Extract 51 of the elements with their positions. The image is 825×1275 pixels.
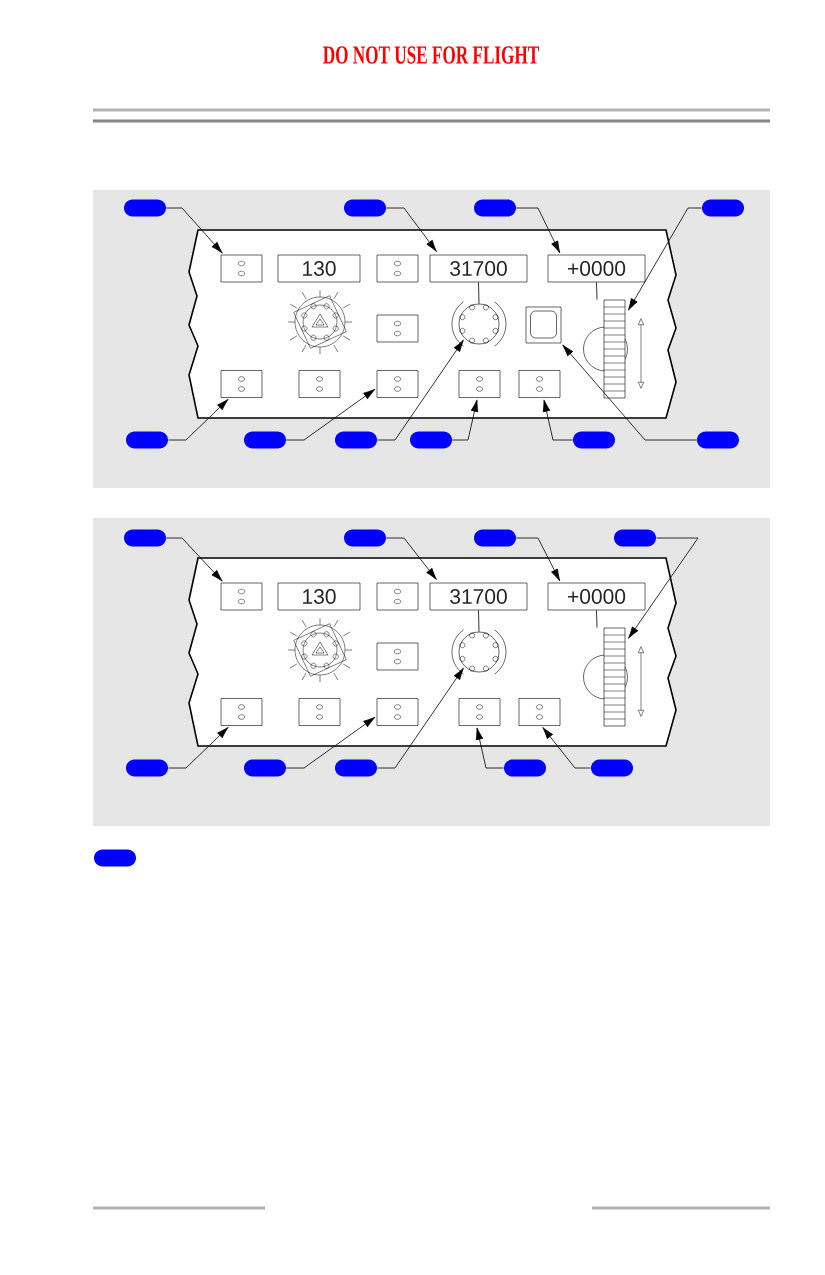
push-button bbox=[220, 698, 263, 726]
push-button bbox=[458, 698, 501, 726]
push-button bbox=[376, 370, 419, 398]
leader-line bbox=[285, 716, 376, 769]
push-button bbox=[458, 370, 501, 398]
selector-knob bbox=[451, 629, 507, 675]
push-button bbox=[376, 314, 419, 343]
display-window: +0000 bbox=[547, 582, 646, 611]
leader-line bbox=[542, 399, 574, 441]
thumbwheel bbox=[583, 627, 628, 727]
stem-line bbox=[478, 281, 480, 305]
display-window: 130 bbox=[277, 582, 361, 611]
leader-line bbox=[165, 537, 223, 582]
display-window: 31700 bbox=[429, 254, 528, 283]
leader-line bbox=[475, 727, 505, 769]
display-window: +0000 bbox=[547, 254, 646, 283]
push-button bbox=[220, 370, 263, 398]
push-button bbox=[518, 698, 561, 726]
leader-line bbox=[628, 207, 703, 311]
push-button bbox=[376, 698, 419, 726]
selector-knob bbox=[451, 301, 507, 347]
stem-line bbox=[596, 281, 598, 301]
leader-line bbox=[285, 388, 376, 441]
leader-line bbox=[376, 339, 464, 441]
leader-line bbox=[165, 207, 223, 254]
push-button bbox=[376, 254, 419, 283]
leader-line bbox=[167, 726, 229, 769]
leader-line bbox=[542, 727, 592, 769]
stem-line bbox=[596, 609, 598, 629]
thumbwheel bbox=[583, 299, 628, 399]
title: DO NOT USE FOR FLIGHT bbox=[323, 46, 539, 64]
leader-line bbox=[562, 344, 698, 441]
leader-line bbox=[385, 207, 437, 252]
display-window: 31700 bbox=[429, 582, 528, 611]
stem-line bbox=[478, 609, 480, 633]
leader-line bbox=[385, 537, 437, 580]
push-button bbox=[298, 370, 341, 398]
square-button bbox=[525, 306, 562, 344]
leader-line bbox=[451, 399, 479, 441]
leader-line bbox=[515, 537, 561, 582]
leader-line bbox=[515, 207, 561, 254]
leader-line bbox=[167, 398, 229, 441]
push-button bbox=[518, 370, 561, 398]
push-button bbox=[376, 582, 419, 611]
push-button bbox=[376, 642, 419, 671]
leader-line bbox=[628, 537, 699, 639]
push-button bbox=[298, 698, 341, 726]
display-window: 130 bbox=[277, 254, 361, 283]
leader-line bbox=[376, 667, 464, 769]
push-button bbox=[220, 582, 263, 611]
push-button bbox=[220, 254, 263, 283]
